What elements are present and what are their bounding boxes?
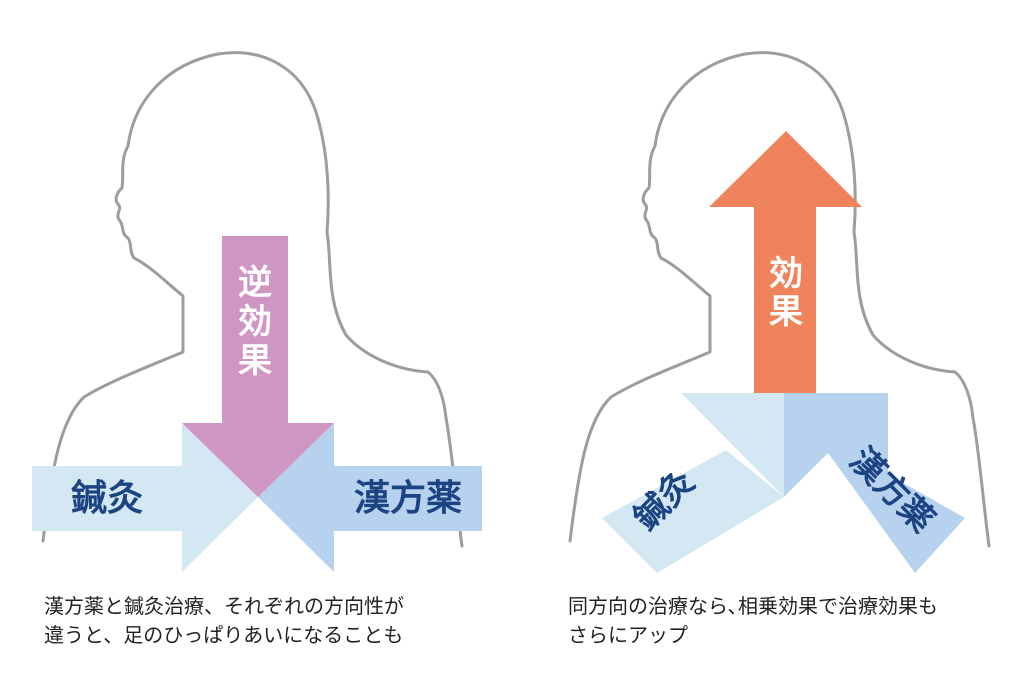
reverse-effect-char-2: 効 (238, 302, 272, 342)
effect-char-2: 果 (769, 292, 803, 332)
right-panel: 効 果 鍼灸 漢方薬 (568, 51, 991, 573)
right-acupuncture-arrow (602, 393, 784, 573)
left-kampo-label: 漢方薬 (354, 478, 462, 519)
right-caption-line-2: さらにアップ (568, 623, 688, 647)
right-kampo-arrow-shaft (784, 393, 965, 573)
left-caption: 漢方薬と鍼灸治療、それぞれの方向性が 違うと、足のひっぱりあいになることも (44, 592, 404, 650)
reverse-effect-arrow (182, 236, 334, 497)
reverse-effect-char-3: 果 (238, 341, 272, 381)
right-caption-line-1: 同方向の治療なら､相乗効果で治療効果も (568, 594, 938, 618)
left-caption-line-1: 漢方薬と鍼灸治療、それぞれの方向性が (44, 594, 404, 618)
left-acupuncture-arrow (32, 423, 258, 572)
effect-arrow (709, 131, 862, 396)
effect-char-1: 効 (769, 254, 803, 294)
left-acupuncture-label: 鍼灸 (71, 477, 143, 519)
reverse-effect-char-1: 逆 (238, 263, 272, 303)
left-person-silhouette (41, 51, 464, 548)
right-person-silhouette (568, 51, 991, 548)
left-caption-line-2: 違うと、足のひっぱりあいになることも (44, 623, 404, 647)
right-caption: 同方向の治療なら､相乗効果で治療効果も さらにアップ (568, 592, 938, 650)
left-panel: 逆 効 果 鍼灸 漢方薬 (32, 51, 482, 572)
left-kampo-arrow (258, 423, 482, 572)
